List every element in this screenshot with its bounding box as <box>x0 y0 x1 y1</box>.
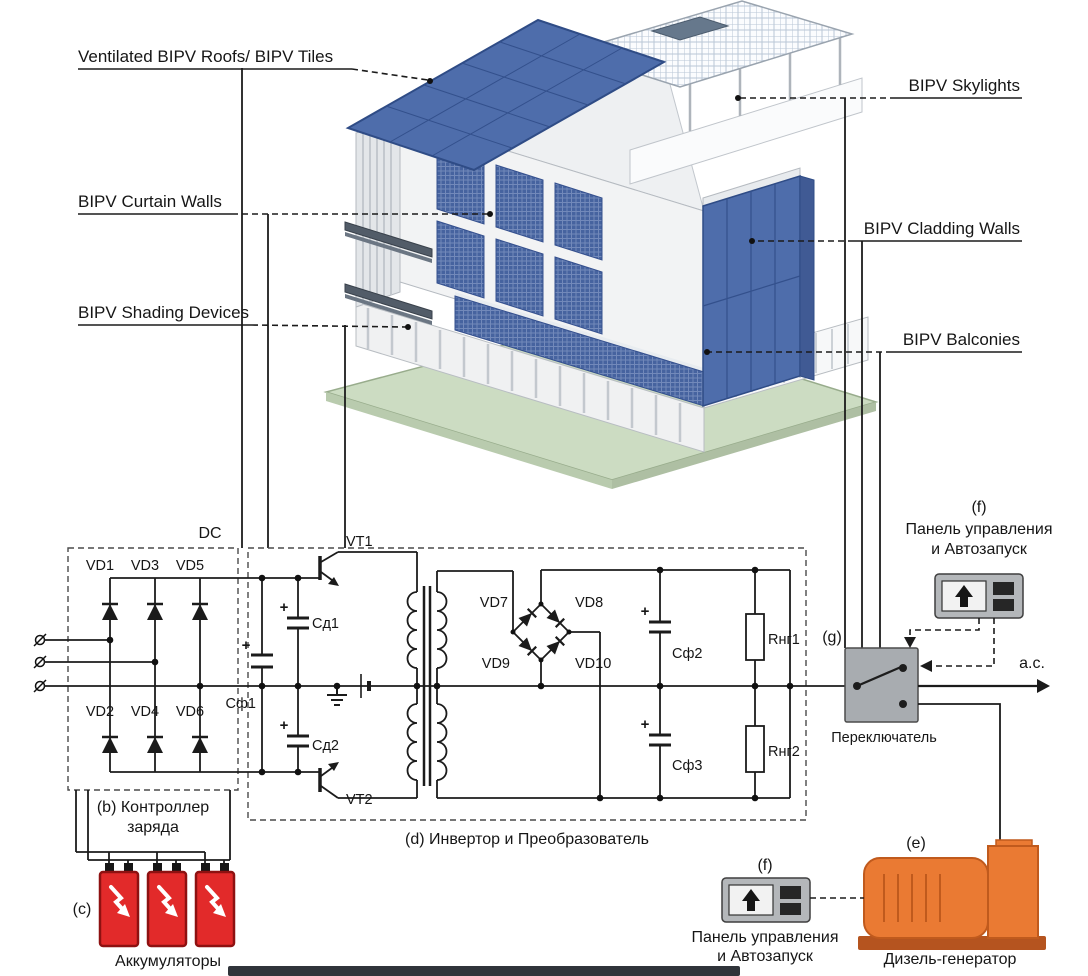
capacitor-cf2: + Сф2 <box>641 570 702 686</box>
vd9-label: VD9 <box>482 656 510 672</box>
circuit-schematic: DC (b) Контроллер заряда (d) Инвертор и … <box>33 499 1052 976</box>
vd7-label: VD7 <box>480 595 508 611</box>
output-section: + Сф2 + Сф3 Rнг1 Rнг2 <box>437 569 800 799</box>
curtain-walls-label: BIPV Curtain Walls <box>78 192 222 211</box>
inverter-box <box>247 547 807 821</box>
dc-label: DC <box>198 525 221 542</box>
ac-output: a.c. <box>918 655 1050 693</box>
control-panel-bottom: (f) Панель управления и Автозапуск <box>692 857 864 965</box>
cf2-plus: + <box>641 603 650 620</box>
diode-vd3 <box>145 602 165 622</box>
rng2-label: Rнг2 <box>768 744 800 760</box>
cf3-label: Сф3 <box>672 758 702 774</box>
label-roofs: Ventilated BIPV Roofs/ BIPV Tiles <box>78 47 433 84</box>
label-shading-devices: BIPV Shading Devices <box>78 303 411 330</box>
battery-2 <box>146 861 188 948</box>
diode-vd6 <box>190 735 210 755</box>
cf1-label: Сф1 <box>226 696 256 712</box>
cd2-plus: + <box>280 717 289 734</box>
bottom-crop-artifact <box>228 966 740 976</box>
transistor-vt2: VT2 <box>318 762 418 808</box>
battery-bank: (c) Аккумуляторы <box>73 790 236 970</box>
label-curtain-walls: BIPV Curtain Walls <box>78 192 493 217</box>
diesel-generator: (e) Дизель-генератор <box>858 703 1046 968</box>
diode-vd5 <box>190 602 210 622</box>
control-panel-top: (f) Панель управления и Автозапуск <box>904 499 1052 672</box>
diode-vd2 <box>100 735 120 755</box>
vt2-label: VT2 <box>346 792 373 808</box>
inverter-title: (d) Инвертор и Преобразователь <box>405 831 649 848</box>
roof-parapet <box>629 77 863 185</box>
batteries-title: Аккумуляторы <box>115 953 221 970</box>
panel-bottom-title-2: и Автозапуск <box>717 948 814 965</box>
vd6-label: VD6 <box>176 704 204 720</box>
panel-top-title-1: Панель управления <box>906 521 1053 538</box>
panel-bottom-title-1: Панель управления <box>692 929 839 946</box>
control-panel-top-device <box>934 573 1024 619</box>
vd2-label: VD2 <box>86 704 114 720</box>
building-to-circuit-connectors <box>241 68 881 648</box>
battery-3 <box>194 861 236 948</box>
control-panel-bottom-device <box>721 877 811 923</box>
pv-input-terminals <box>33 633 47 693</box>
ground-floor-louvers <box>355 301 705 453</box>
resistor-rng1: Rнг1 <box>745 570 800 686</box>
label-skylights: BIPV Skylights <box>735 76 1022 101</box>
transfer-switch: (g) Переключатель <box>822 629 937 746</box>
generator-title: Дизель-генератор <box>884 951 1017 968</box>
skylights-label: BIPV Skylights <box>909 76 1021 95</box>
resistor-rng2: Rнг2 <box>745 686 800 798</box>
charge-controller-title-2: заряда <box>127 819 179 836</box>
vd1-label: VD1 <box>86 558 114 574</box>
shading-device-slats <box>344 221 433 325</box>
capacitor-cd2: + Сд2 <box>280 686 339 772</box>
switch-title: Переключатель <box>831 730 937 746</box>
vd10-label: VD10 <box>575 656 611 672</box>
skylight-dark-panel <box>650 16 730 41</box>
roofs-label: Ventilated BIPV Roofs/ BIPV Tiles <box>78 47 333 66</box>
junction-dots <box>106 566 794 802</box>
panel-bottom-tag: (f) <box>757 857 772 874</box>
panel-top-title-2: и Автозапуск <box>931 541 1028 558</box>
transformer <box>406 570 513 798</box>
capacitor-cf3: + Сф3 <box>641 686 702 798</box>
battery-cell-symbol <box>360 674 371 698</box>
cd1-label: Сд1 <box>312 616 339 632</box>
building-illustration <box>323 0 879 489</box>
capacitor-cd1: + Сд1 <box>280 578 339 686</box>
vd5-label: VD5 <box>176 558 204 574</box>
battery-1 <box>98 861 140 948</box>
ac-label: a.c. <box>1019 655 1045 672</box>
vd4-label: VD4 <box>131 704 159 720</box>
diode-bridge: VD7 VD8 VD9 VD10 <box>480 570 611 798</box>
generator-tag: (e) <box>906 835 926 852</box>
panel-top-tag: (f) <box>971 499 986 516</box>
cf3-plus: + <box>641 716 650 733</box>
charge-controller-box <box>67 547 239 791</box>
cf2-label: Сф2 <box>672 646 702 662</box>
label-cladding-walls: BIPV Cladding Walls <box>749 219 1022 244</box>
batteries-tag: (c) <box>73 901 92 918</box>
building-callouts: Ventilated BIPV Roofs/ BIPV Tiles BIPV C… <box>78 47 1022 355</box>
shading-devices-label: BIPV Shading Devices <box>78 303 249 322</box>
diode-vd1 <box>100 602 120 622</box>
capacitor-cf1: + Сф1 <box>226 578 273 772</box>
charge-controller-title-1: (b) Контроллер <box>97 799 209 816</box>
cf1-plus: + <box>242 637 251 654</box>
cd2-label: Сд2 <box>312 738 339 754</box>
cladding-walls-label: BIPV Cladding Walls <box>864 219 1020 238</box>
vt1-label: VT1 <box>346 534 373 550</box>
diode-vd4 <box>145 735 165 755</box>
vd8-label: VD8 <box>575 595 603 611</box>
vd3-label: VD3 <box>131 558 159 574</box>
balconies-label: BIPV Balconies <box>903 330 1020 349</box>
ground-symbol <box>327 686 347 706</box>
transistor-vt1: VT1 <box>318 534 418 592</box>
switch-tag: (g) <box>822 629 842 646</box>
rng1-label: Rнг1 <box>768 632 800 648</box>
cd1-plus: + <box>280 599 289 616</box>
